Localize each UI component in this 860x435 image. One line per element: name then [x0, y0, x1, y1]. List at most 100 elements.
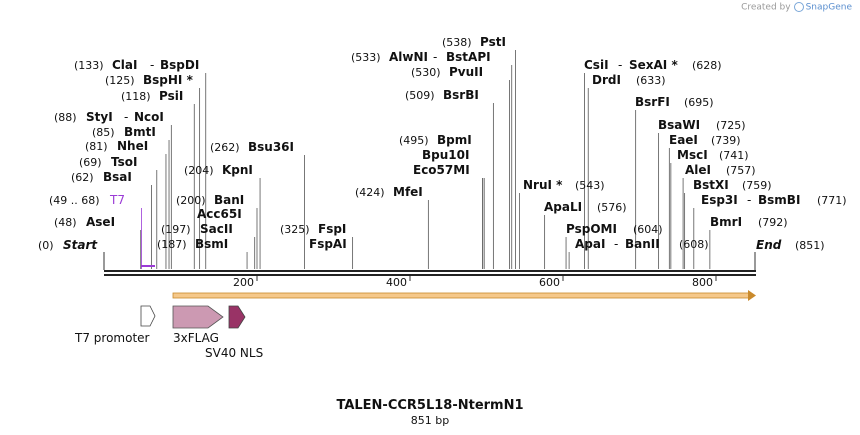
site-label-bsai[interactable]: BsaI: [103, 170, 132, 184]
site-label-bsawi[interactable]: BsaWI: [658, 118, 700, 132]
site-label-asei[interactable]: AseI: [86, 215, 115, 229]
site-label-psii[interactable]: PsiI: [159, 89, 183, 103]
start-label[interactable]: Start: [63, 238, 98, 252]
site-label-fspi[interactable]: FspI: [318, 222, 346, 236]
sv40-nls-arrow[interactable]: [228, 305, 246, 329]
pos-fspi: (325): [280, 223, 310, 236]
site-label-bstapi[interactable]: BstAPI: [446, 50, 491, 64]
pos-nhei: (81): [85, 140, 108, 153]
site-label-mfei[interactable]: MfeI: [393, 185, 423, 199]
site-label-alei[interactable]: AleI: [685, 163, 711, 177]
site-label-pspomi[interactable]: PspOMI: [566, 222, 617, 236]
3xflag-arrow[interactable]: [172, 305, 224, 329]
site-label-styi[interactable]: StyI: [86, 110, 113, 124]
pos-bmti: (85): [92, 126, 115, 139]
site-label-tsoi[interactable]: TsoI: [111, 155, 137, 169]
pos-psii: (118): [121, 90, 151, 103]
pos-msci: (741): [719, 149, 749, 162]
pos-bstxi: (759): [742, 179, 772, 192]
sep-apai-banii: -: [614, 237, 618, 251]
site-label-kpni[interactable]: KpnI: [222, 163, 253, 177]
pos-pvuii: (530): [411, 66, 441, 79]
site-label-pvuii[interactable]: PvuII: [449, 65, 483, 79]
site-connector-lines: [140, 50, 711, 269]
site-label-bani[interactable]: BanI: [214, 193, 244, 207]
feature-label-3xflag[interactable]: 3xFLAG: [173, 331, 219, 345]
ruler-label: 400: [386, 276, 407, 289]
site-label-eco57mi[interactable]: Eco57MI: [413, 163, 470, 177]
backbone-top-strand: [104, 270, 756, 272]
site-label-sexai[interactable]: SexAI *: [629, 58, 678, 72]
backbone-bottom-strand: [104, 274, 756, 276]
watermark-created-by: Created by: [741, 2, 791, 13]
site-label-eaei[interactable]: EaeI: [669, 133, 698, 147]
map-title: TALEN-CCR5L18-NtermN1: [336, 398, 523, 413]
snapgene-logo-icon: [793, 2, 804, 12]
site-label-drdi[interactable]: DrdI: [592, 73, 621, 87]
site-label-bsrfi[interactable]: BsrFI: [635, 95, 670, 109]
site-label-csii[interactable]: CsiI: [584, 58, 609, 72]
pos-bsawi: (725): [716, 119, 746, 132]
site-label-nrui[interactable]: NruI *: [523, 178, 563, 192]
site-label-bspdi[interactable]: BspDI: [160, 58, 199, 72]
site-label-psti[interactable]: PstI: [480, 35, 506, 49]
pos-bsrfi: (695): [684, 96, 714, 109]
t7-promoter-arrow[interactable]: [140, 305, 156, 327]
site-label-alwni[interactable]: AlwNI: [389, 50, 428, 64]
ruler-label: 200: [233, 276, 254, 289]
site-label-acc65i[interactable]: Acc65I: [197, 207, 242, 221]
site-label-banii[interactable]: BanII: [625, 237, 660, 251]
site-label-bmri[interactable]: BmrI: [710, 215, 742, 229]
pos-alei: (757): [726, 164, 756, 177]
site-label-bmti[interactable]: BmtI: [124, 125, 156, 139]
pos-bsmi: (187): [157, 238, 187, 251]
site-label-apai[interactable]: ApaI: [575, 237, 605, 251]
end-label[interactable]: End: [756, 238, 782, 252]
site-label-clai[interactable]: ClaI: [112, 58, 137, 72]
pos-eaei: (739): [711, 134, 741, 147]
primer-label-t7[interactable]: T7: [109, 193, 125, 207]
orf-arrow[interactable]: [172, 290, 756, 301]
pos-sexai: (628): [692, 59, 722, 72]
site-label-nhei[interactable]: NheI: [117, 139, 148, 153]
site-label-bsmi[interactable]: BsmI: [195, 237, 228, 251]
pos-styi: (88): [54, 111, 77, 124]
site-label-sacii[interactable]: SacII: [200, 222, 233, 236]
site-label-bsmbi[interactable]: BsmBI: [758, 193, 800, 207]
feature-label-t7-promoter[interactable]: T7 promoter: [74, 331, 150, 345]
map-length: 851 bp: [411, 414, 449, 427]
sep-styi-ncoi: -: [124, 110, 128, 124]
site-label-msci[interactable]: MscI: [677, 148, 708, 162]
t7-primer-bar[interactable]: [141, 265, 155, 267]
site-label-bsu36i[interactable]: Bsu36I: [248, 140, 294, 154]
site-label-bsphi[interactable]: BspHI *: [143, 73, 194, 87]
site-label-bpmi[interactable]: BpmI: [437, 133, 472, 147]
pos-tsoi: (69): [79, 156, 102, 169]
pos-drdi: (633): [636, 74, 666, 87]
pos-asei: (48): [54, 216, 77, 229]
pos-clai: (133): [74, 59, 104, 72]
pos-bpmi: (495): [399, 134, 429, 147]
pos-sacii: (197): [161, 223, 191, 236]
feature-label-sv40-nls[interactable]: SV40 NLS: [205, 346, 263, 360]
site-label-fspai[interactable]: FspAI: [309, 237, 347, 251]
site-label-apali[interactable]: ApaLI: [544, 200, 582, 214]
site-label-esp3i[interactable]: Esp3I: [701, 193, 738, 207]
site-label-bpu10i[interactable]: Bpu10I: [422, 148, 469, 162]
site-label-ncoi[interactable]: NcoI: [134, 110, 164, 124]
pos-pspomi: (604): [633, 223, 663, 236]
sep-esp3i-bsmbi: -: [747, 193, 751, 207]
pos-bsrbi: (509): [405, 89, 435, 102]
pos-apali: (576): [597, 201, 627, 214]
site-label-bstxi[interactable]: BstXI: [693, 178, 729, 192]
pos-nrui: (543): [575, 179, 605, 192]
pos-t7: (49 .. 68): [49, 194, 100, 207]
start-pos: (0): [38, 239, 54, 252]
end-pos: (851): [795, 239, 825, 252]
pos-bsai: (62): [71, 171, 94, 184]
site-label-bsrbi[interactable]: BsrBI: [443, 88, 479, 102]
pos-bsu36i: (262): [210, 141, 240, 154]
pos-bsphi: (125): [105, 74, 135, 87]
